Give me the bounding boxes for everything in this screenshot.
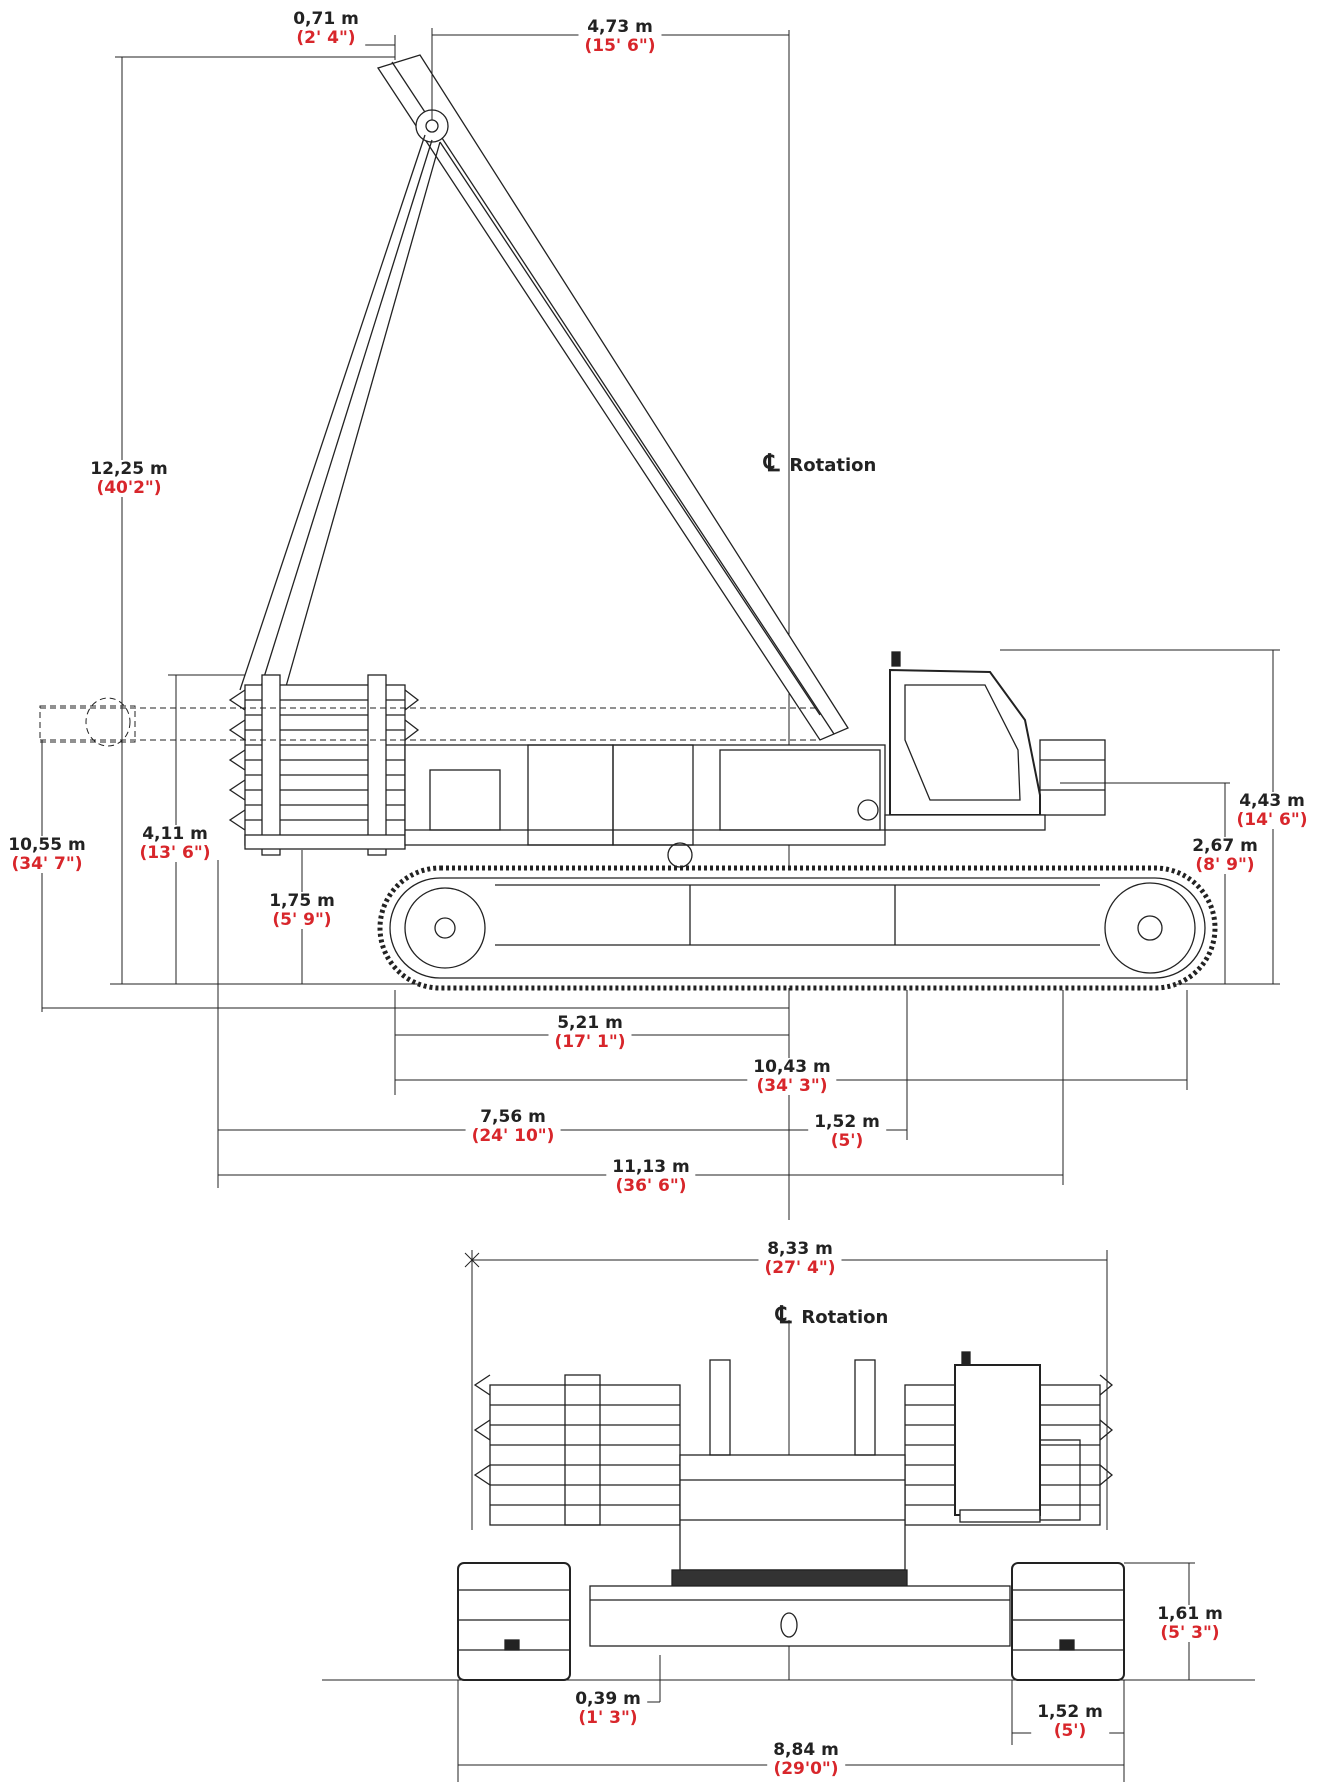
- dim-top-reach: 4,73 m (15' 6"): [578, 18, 662, 56]
- dim-top-offset: 0,71 m (2' 4"): [287, 10, 365, 48]
- operator-cab: [884, 651, 1106, 831]
- front-undercarriage: [589, 1585, 1011, 1647]
- side-view-drawing: [39, 30, 1280, 1220]
- boom: [239, 54, 849, 741]
- dim-track-length: 10,43 m (34' 3"): [747, 1058, 837, 1096]
- dim-tail-radius: 7,56 m (24' 10"): [465, 1108, 561, 1146]
- dim-front-offset: 1,52 m (5'): [808, 1113, 886, 1151]
- centerline-icon: ℄: [764, 448, 780, 477]
- front-cab: [954, 1351, 1081, 1523]
- front-track-left: [457, 1562, 571, 1681]
- front-view-drawing: [322, 1320, 1255, 1681]
- dim-cab-height: 4,43 m (14' 6"): [1230, 792, 1314, 830]
- front-centerline-label: ℄Rotation: [776, 1300, 889, 1329]
- dim-overall-width: 8,84 m (29'0"): [767, 1741, 845, 1779]
- front-track-right: [1011, 1562, 1125, 1681]
- dim-deck-height: 2,67 m (8' 9"): [1186, 837, 1264, 875]
- dim-overall-length: 11,13 m (36' 6"): [606, 1158, 696, 1196]
- dim-counterweight-bottom: 1,75 m (5' 9"): [263, 892, 341, 930]
- dim-ground-clearance: 0,39 m (1' 3"): [569, 1690, 647, 1728]
- dim-track-width: 1,52 m (5'): [1031, 1703, 1109, 1741]
- counterweight-stack: [228, 674, 420, 856]
- front-counterweight-left: [473, 1374, 681, 1526]
- crawler-track: [377, 865, 1218, 991]
- dim-track-to-center: 5,21 m (17' 1"): [548, 1014, 632, 1052]
- dim-hook-reach: 10,55 m (34' 7"): [2, 836, 92, 874]
- upperworks: [404, 744, 886, 868]
- side-view-dimension-lines: [41, 28, 1280, 1188]
- side-centerline-label: ℄Rotation: [764, 448, 877, 477]
- dim-track-height: 1,61 m (5' 3"): [1151, 1605, 1229, 1643]
- dashed-extension: [39, 697, 820, 747]
- dim-counterweight-top: 4,11 m (13' 6"): [133, 825, 217, 863]
- dim-counterweight-width: 8,33 m (27' 4"): [758, 1240, 842, 1278]
- centerline-icon: ℄: [776, 1300, 792, 1329]
- dim-boom-height: 12,25 m (40'2"): [84, 460, 174, 498]
- front-house: [671, 1359, 908, 1587]
